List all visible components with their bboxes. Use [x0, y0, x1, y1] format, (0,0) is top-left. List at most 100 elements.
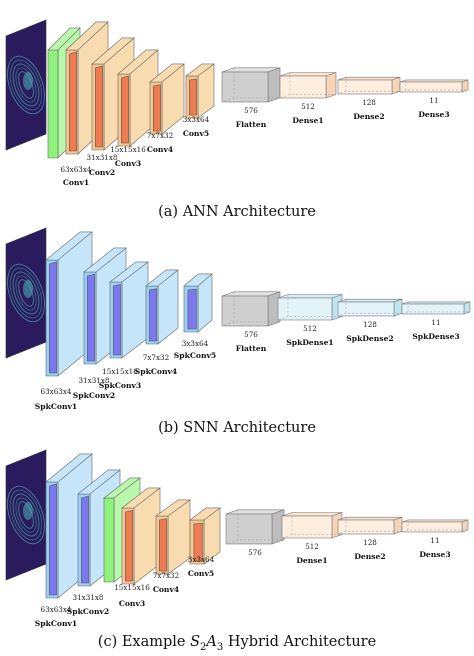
conv-block-snn-2-inner [113, 284, 121, 356]
conv-name-label: SpkConv4 [135, 367, 177, 376]
dense-block-ann-0-hidden-edges [221, 67, 280, 103]
input-image-ann-swirl [9, 59, 43, 111]
conv-block-hybrid-0-edge [45, 453, 93, 483]
conv-block-snn-2-edge [109, 261, 149, 283]
caption-part: S [190, 634, 200, 650]
input-image-hybrid-swirl [12, 493, 40, 537]
dense-name-label: Dense2 [353, 112, 384, 121]
conv-name-label: SpkConv2 [67, 607, 109, 616]
dense-block-hybrid-2-front [337, 519, 395, 535]
dense-block-hybrid-2-hidden-edges [337, 517, 402, 535]
conv-name-label: Conv2 [89, 168, 115, 177]
dense-name-label: Flatten [236, 344, 267, 353]
dense-block-hybrid-3-hidden-edges [401, 519, 468, 533]
conv-dim-label: 31x31x8 [79, 376, 110, 385]
conv-dim-label: 63x63x4 [41, 605, 72, 614]
dense-dim-label: 128 [363, 538, 377, 547]
conv-block-ann-0-edge [47, 27, 81, 51]
conv-name-label: Conv4 [147, 145, 173, 154]
input-image-ann-core [23, 72, 33, 90]
dense-block-hybrid-1-front [281, 515, 333, 539]
dense-block-snn-1-top [277, 294, 343, 299]
conv-block-ann-4-edge [149, 63, 185, 83]
dense-dim-label: 576 [244, 106, 258, 115]
input-image-hybrid-swirl [15, 497, 37, 533]
dense-dim-label: 512 [301, 102, 315, 111]
dense-dim-label: 576 [244, 330, 258, 339]
conv-block-ann-2-inner [95, 65, 103, 148]
conv-dim-label: 3x3x64 [182, 339, 209, 348]
dense-block-ann-0-side [267, 67, 281, 103]
dense-block-ann-1-hidden-edges [279, 72, 336, 99]
conv-block-snn-3-edge [145, 269, 179, 287]
conv-dim-label: 15x15x16 [102, 367, 138, 376]
conv-name-label: SpkConv5 [174, 351, 216, 360]
dense-block-hybrid-0-hidden-edges [225, 509, 284, 545]
caption-part: A [204, 634, 216, 650]
dense-block-snn-0-hidden-edges [221, 291, 280, 327]
dense-block-ann-3-hidden-edges [399, 79, 468, 93]
conv-block-hybrid-3-edge [121, 487, 161, 509]
conv-dim-label: 7x7x32 [143, 353, 169, 362]
dense-block-snn-3-hidden-edges [401, 301, 470, 315]
dense-block-snn-1-hidden-edges [277, 294, 342, 321]
conv-dim-label: 31x31x8 [73, 593, 104, 602]
input-image-hybrid-swirl [7, 485, 45, 545]
dense-block-snn-0-front [221, 295, 269, 327]
conv-name-label: Conv3 [119, 599, 145, 608]
dense-dim-label: 11 [430, 536, 439, 545]
dense-dim-label: 576 [248, 548, 262, 557]
dense-name-label: SpkDense3 [412, 332, 459, 341]
dense-name-label: Flatten [236, 120, 267, 129]
dense-block-hybrid-1-hidden-edges [281, 512, 342, 539]
conv-name-label: SpkConv1 [35, 619, 77, 628]
dense-block-snn-2-hidden-edges [337, 299, 402, 317]
conv-dim-label: 7x7x32 [153, 571, 179, 580]
conv-block-hybrid-1-edge [77, 469, 121, 495]
dense-block-hybrid-0-front [225, 513, 273, 545]
panel-ann: 63x63x4Conv131x31x8Conv215x15x16Conv37x7… [5, 19, 469, 220]
conv-block-hybrid-2-front [103, 497, 115, 583]
conv-dim-label: 3x3x64 [183, 115, 210, 124]
conv-dim-label: 63x63x4 [61, 165, 92, 174]
dense-dim-label: 11 [431, 318, 440, 327]
conv-block-ann-0-front [47, 49, 59, 159]
caption-part: Hybrid Architecture [223, 634, 376, 650]
dense-block-snn-3-top [401, 301, 471, 305]
dense-block-snn-2-top [337, 298, 403, 303]
caption-part: 3 [217, 642, 223, 653]
conv-dim-label: 7x7x32 [147, 131, 173, 140]
dense-name-label: Dense3 [418, 110, 449, 119]
conv-name-label: Conv1 [63, 178, 89, 187]
conv-block-hybrid-4-inner [159, 518, 167, 572]
dense-block-hybrid-3-side [461, 519, 469, 533]
dense-dim-label: 512 [303, 324, 317, 333]
conv-block-ann-4-inner [153, 84, 161, 132]
conv-dim-label: 15x15x16 [114, 583, 150, 592]
dense-block-ann-3-front [399, 81, 463, 93]
dense-name-label: Dense2 [354, 552, 385, 561]
conv-name-label: SpkConv3 [99, 381, 141, 390]
conv-block-ann-5-edge [185, 63, 215, 77]
conv-block-snn-0-inner [49, 261, 57, 374]
dense-block-hybrid-2-top [337, 516, 403, 521]
dense-block-snn-1-front [277, 297, 333, 321]
dense-block-ann-2-hidden-edges [337, 77, 400, 95]
dense-block-hybrid-3-top [401, 519, 469, 523]
conv-dim-label: 63x63x4 [41, 387, 72, 396]
input-image-snn-swirl [9, 267, 43, 319]
conv-name-label: SpkConv2 [73, 391, 115, 400]
conv-block-snn-0-edge [45, 231, 93, 261]
dense-block-snn-3-side [463, 301, 471, 315]
conv-block-hybrid-4-edge [155, 499, 191, 517]
dense-block-ann-0-front [221, 71, 269, 103]
dense-block-ann-2-side [391, 76, 401, 95]
input-image-hybrid-core [23, 502, 33, 520]
conv-dim-label: 3x3x64 [188, 555, 215, 564]
dense-block-ann-2-front [337, 79, 393, 95]
dense-name-label: Dense1 [292, 116, 323, 125]
conv-block-ann-2-edge [91, 37, 135, 65]
conv-block-hybrid-3-inner [125, 510, 133, 582]
conv-block-snn-3-inner [149, 288, 157, 342]
dense-name-label: Dense3 [419, 550, 450, 559]
